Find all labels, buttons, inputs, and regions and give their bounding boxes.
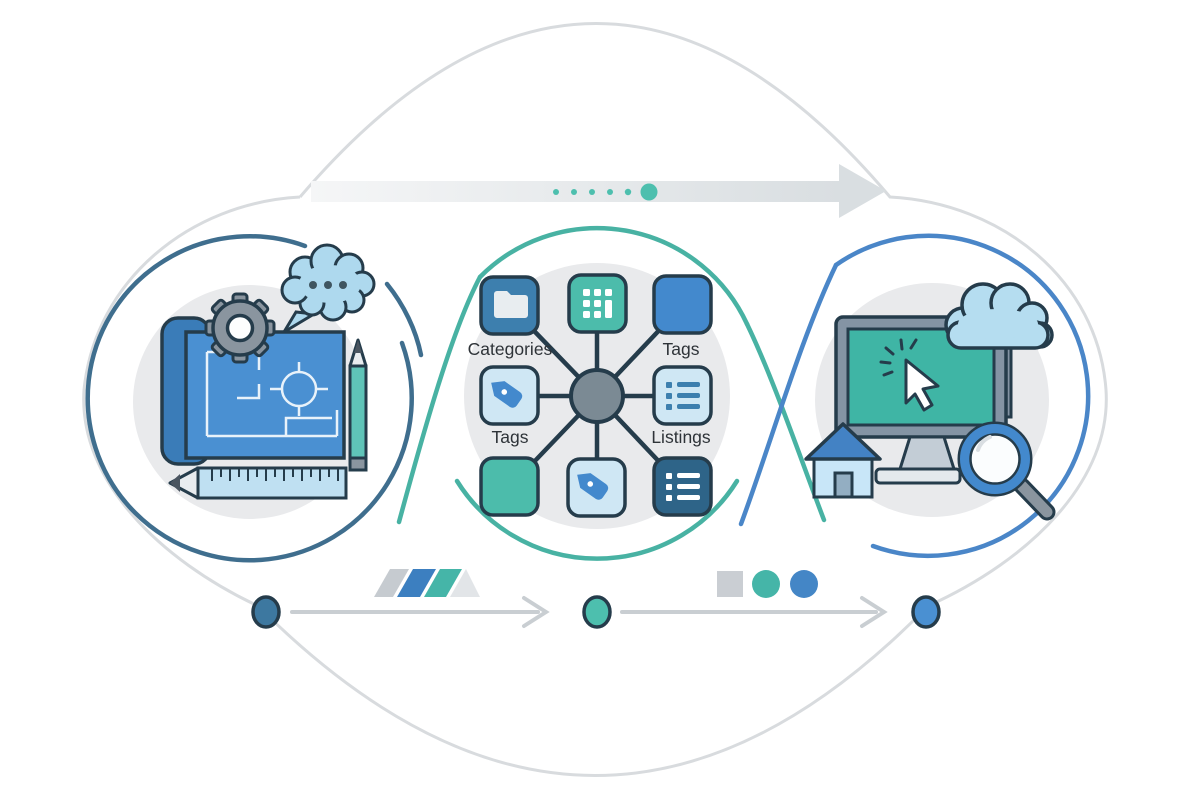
speech-bubble-icon bbox=[280, 243, 376, 334]
top-progress-arrow bbox=[311, 164, 886, 218]
ring-middle-bottom bbox=[454, 478, 740, 561]
flow-shapes bbox=[717, 570, 818, 598]
ring-left bbox=[85, 234, 414, 563]
flow-dot-2 bbox=[582, 595, 612, 629]
flow-dot-1 bbox=[251, 595, 281, 629]
list-icon-dark bbox=[666, 473, 700, 501]
ring-right bbox=[833, 233, 1091, 558]
click-rays bbox=[879, 338, 918, 377]
hub-tile-solid-blue bbox=[652, 274, 713, 335]
shape-circle-teal bbox=[752, 570, 780, 598]
tile-label-tags-mid: Tags bbox=[492, 427, 529, 447]
speech-bubble-dots bbox=[309, 281, 347, 289]
cursor-arrow bbox=[904, 358, 940, 412]
folder-icon bbox=[494, 291, 528, 318]
house-door bbox=[833, 471, 854, 499]
flow-arrows bbox=[290, 596, 888, 628]
stage-publishing bbox=[804, 282, 1056, 521]
progress-dots bbox=[553, 183, 658, 201]
arrow-head bbox=[839, 164, 886, 218]
house-icon bbox=[804, 422, 882, 499]
ring-left-tail bbox=[384, 281, 424, 358]
tag-icon bbox=[577, 473, 609, 500]
cloud-icon bbox=[944, 282, 1054, 350]
ring-right-scurve bbox=[738, 262, 839, 527]
ring-middle-top bbox=[477, 225, 750, 327]
stripe-triangle bbox=[450, 569, 480, 597]
shape-circle-blue bbox=[790, 570, 818, 598]
ruler-icon bbox=[168, 466, 348, 500]
monitor-base bbox=[874, 467, 962, 485]
hub-tile-list bbox=[652, 365, 713, 426]
cursor-click-icon bbox=[879, 338, 940, 412]
bottom-flow bbox=[251, 569, 941, 629]
ruler-ticks bbox=[211, 469, 339, 481]
gear-icon bbox=[204, 292, 276, 364]
flow-dots bbox=[251, 595, 941, 629]
blueprint-plan-lines bbox=[205, 350, 339, 438]
magnifier-icon bbox=[957, 421, 1056, 521]
ring-middle-scurve-left bbox=[396, 274, 483, 525]
hub-tile-tag-2 bbox=[566, 457, 627, 518]
stage-organization: Categories Tags Tags Listings bbox=[464, 263, 730, 529]
hub-center bbox=[569, 368, 625, 424]
progress-dot-large bbox=[640, 183, 658, 201]
hub-tile-list-dark bbox=[652, 456, 713, 517]
tag-icon bbox=[491, 381, 523, 408]
hub-tile-folder bbox=[479, 275, 540, 336]
grid-icon bbox=[583, 289, 612, 318]
magnifier-glare bbox=[976, 435, 992, 452]
tile-label-tags-top: Tags bbox=[663, 339, 700, 359]
stripe-blue bbox=[397, 569, 436, 597]
hub-tile-tag bbox=[479, 365, 540, 426]
tile-label-categories: Categories bbox=[468, 339, 553, 359]
stage-planning bbox=[133, 243, 376, 519]
hub-tile-solid-teal bbox=[479, 456, 540, 517]
list-icon bbox=[666, 382, 700, 410]
monitor-neck bbox=[897, 435, 957, 471]
flow-dot-3 bbox=[911, 595, 941, 629]
flow-stripes bbox=[374, 569, 480, 597]
stage-rings bbox=[85, 225, 1091, 563]
stripe-gray bbox=[374, 569, 409, 597]
hub-tile-grid bbox=[567, 273, 628, 334]
shape-square bbox=[717, 571, 743, 597]
stripe-teal bbox=[424, 569, 462, 597]
ring-middle-scurve-right bbox=[744, 321, 827, 523]
pencil-icon bbox=[348, 338, 368, 472]
tile-label-listings: Listings bbox=[651, 427, 711, 447]
